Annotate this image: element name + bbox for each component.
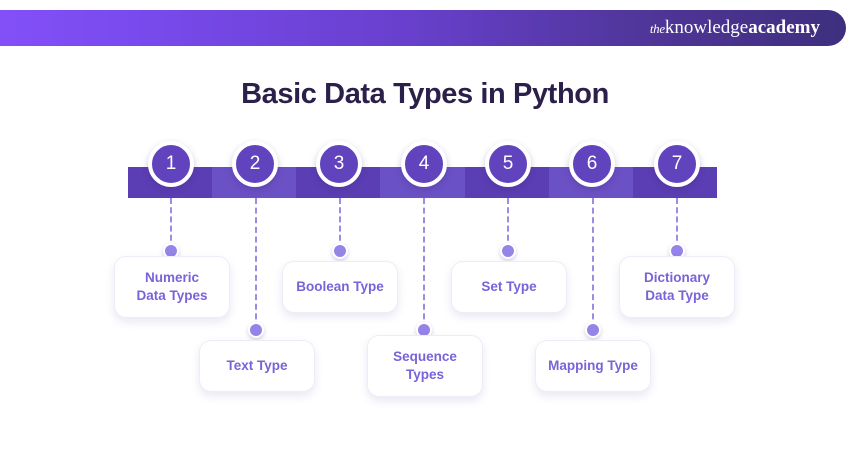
step-circle-7[interactable]: 7 xyxy=(654,141,700,187)
step-circle-4[interactable]: 4 xyxy=(401,141,447,187)
label-card-boolean-type[interactable]: Boolean Type xyxy=(282,261,398,313)
connector-6 xyxy=(592,198,594,329)
label-card-sequence-types[interactable]: Sequence Types xyxy=(367,335,483,397)
label-line-1: Dictionary xyxy=(643,269,711,285)
node-dot-5 xyxy=(500,243,516,259)
step-circle-3[interactable]: 3 xyxy=(316,141,362,187)
label-line-1: Text Type xyxy=(226,357,288,373)
step-circle-5[interactable]: 5 xyxy=(485,141,531,187)
label-line-1: Boolean Type xyxy=(296,278,384,294)
label-card-set-type[interactable]: Set Type xyxy=(451,261,567,313)
label-card-text-type[interactable]: Text Type xyxy=(199,340,315,392)
step-circle-2[interactable]: 2 xyxy=(232,141,278,187)
node-dot-6 xyxy=(585,322,601,338)
label-card-mapping-type[interactable]: Mapping Type xyxy=(535,340,651,392)
connector-7 xyxy=(676,198,678,250)
label-line-1: Mapping Type xyxy=(548,357,638,373)
label-line-2: Data Types xyxy=(136,288,208,303)
logo-the: the xyxy=(649,21,665,36)
label-line-1: Sequence xyxy=(393,348,457,364)
label-card-numeric-data-types[interactable]: Numeric Data Types xyxy=(114,256,230,318)
logo-academy: academy xyxy=(748,17,820,38)
logo-knowledge: knowledge xyxy=(664,17,749,38)
node-dot-3 xyxy=(332,243,348,259)
step-circle-1[interactable]: 1 xyxy=(148,141,194,187)
connector-5 xyxy=(507,198,509,250)
label-line-1: Numeric xyxy=(144,269,200,285)
step-circle-6[interactable]: 6 xyxy=(569,141,615,187)
label-line-1: Set Type xyxy=(481,278,537,294)
node-dot-2 xyxy=(248,322,264,338)
label-line-2: Data Type xyxy=(645,288,709,303)
connector-1 xyxy=(170,198,172,250)
connector-4 xyxy=(423,198,425,329)
label-line-2: Types xyxy=(405,367,444,382)
label-card-dictionary-data-type[interactable]: Dictionary Data Type xyxy=(619,256,735,318)
connector-3 xyxy=(339,198,341,250)
page-title: Basic Data Types in Python xyxy=(241,78,609,110)
connector-2 xyxy=(255,198,257,329)
